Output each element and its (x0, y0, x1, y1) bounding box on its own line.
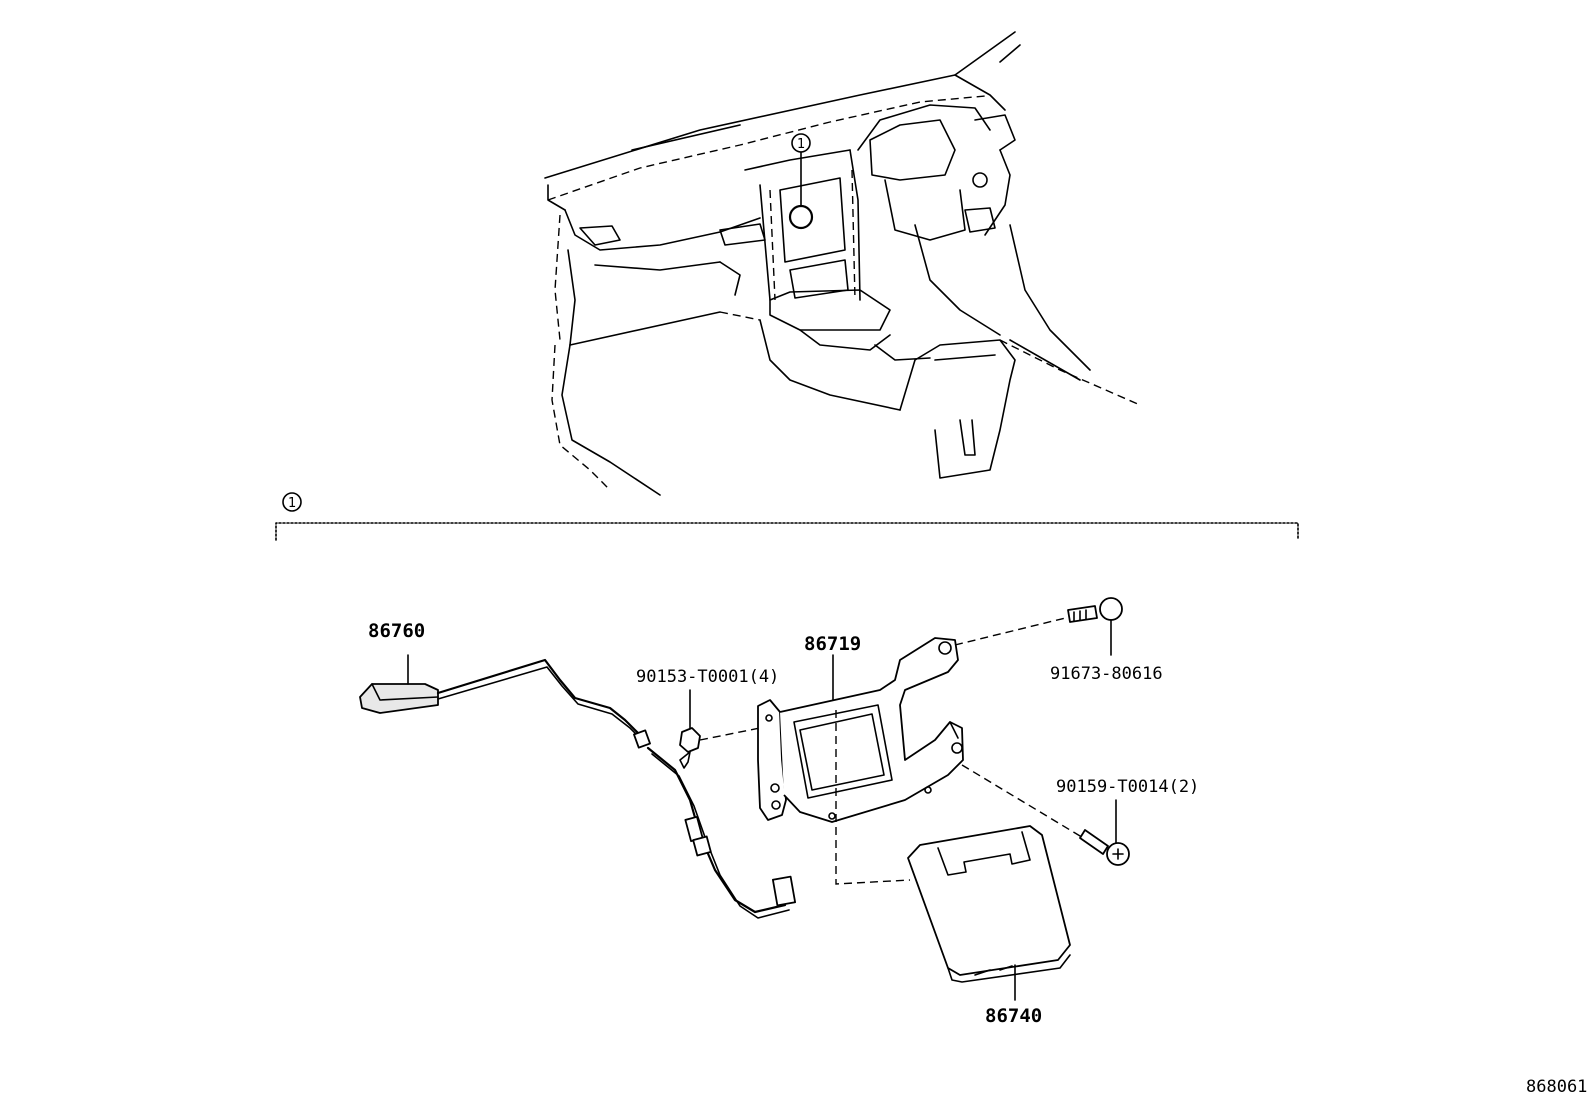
part-label-86719: 86719 (804, 633, 861, 655)
antenna-assembly (359, 654, 797, 919)
part-label-bolt: 91673-80616 (1050, 664, 1163, 684)
module-part (835, 710, 1071, 1001)
callout-number-top: 1 (797, 137, 805, 152)
bolt-part (954, 597, 1123, 656)
callout-circle-top (791, 133, 811, 153)
clip-part (679, 689, 761, 769)
section-bracket: 1 (275, 492, 1299, 541)
callout-circle-section (282, 492, 302, 512)
part-label-86740: 86740 (985, 1005, 1042, 1027)
location-marker (788, 204, 814, 230)
diagram-id: 868061 (1526, 1077, 1587, 1097)
bracket-part (757, 637, 964, 823)
part-label-screw: 90159-T0014(2) (1056, 777, 1199, 797)
screw-part (961, 764, 1130, 866)
dashboard-illustration: 1 (544, 31, 1141, 496)
part-label-86760: 86760 (368, 620, 425, 642)
antenna-connector (771, 875, 797, 907)
callout-number-section: 1 (288, 496, 296, 511)
part-label-clip: 90153-T0001(4) (636, 667, 779, 687)
module-box (907, 825, 1071, 976)
